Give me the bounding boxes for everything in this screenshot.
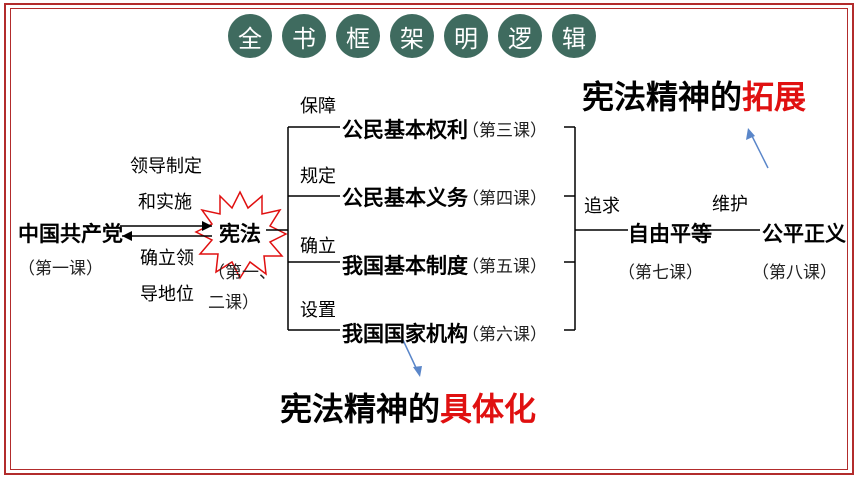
banner-extension-prefix: 宪法精神的 xyxy=(582,78,743,116)
banner-concretization-prefix: 宪法精神的 xyxy=(280,390,441,428)
branch-course: （第六课） xyxy=(462,325,547,345)
branch-node: 公民基本权利 xyxy=(342,118,468,142)
arrow-to-bottom-banner xyxy=(402,339,419,373)
branch-verb: 设置 xyxy=(300,300,336,321)
branch-node: 我国基本制度 xyxy=(342,254,468,278)
equality-course: （第七课） xyxy=(618,263,703,283)
branch-course: （第五课） xyxy=(462,257,547,277)
arrow-top-head xyxy=(202,221,212,231)
branch-node: 公民基本义务 xyxy=(342,186,468,210)
justice-course: （第八课） xyxy=(752,263,837,283)
title-char: 辑 xyxy=(552,14,596,58)
arrow-label-top-1: 领导制定 xyxy=(130,156,202,177)
party-node: 中国共产党 xyxy=(18,222,123,246)
arrow-bottom-head xyxy=(122,231,132,241)
banner-concretization: 宪法精神的具体化 xyxy=(280,384,536,430)
constitution-node: 宪法 xyxy=(219,222,261,246)
branch-node: 我国国家机构 xyxy=(342,322,468,346)
branch-verb: 确立 xyxy=(300,236,336,257)
banner-concretization-highlight: 具体化 xyxy=(440,390,537,428)
title-char: 逻 xyxy=(498,14,542,58)
arrow-to-top-banner-head xyxy=(746,128,755,140)
arrow-label-bottom-2: 导地位 xyxy=(140,284,194,305)
branch-verb: 保障 xyxy=(300,96,336,117)
outer-frame xyxy=(4,3,854,475)
pursue-label: 追求 xyxy=(584,196,620,217)
title-char: 明 xyxy=(444,14,488,58)
branch-course: （第三课） xyxy=(462,121,547,141)
arrow-to-top-banner xyxy=(749,131,769,169)
inner-frame xyxy=(10,8,848,470)
arrow-label-bottom-1: 确立领 xyxy=(140,248,194,269)
starburst-shape xyxy=(194,190,288,280)
equality-node: 自由平等 xyxy=(628,222,712,246)
title-char: 全 xyxy=(228,14,272,58)
arrow-to-bottom-banner-head xyxy=(413,366,422,377)
branch-course: （第四课） xyxy=(462,189,547,209)
justice-node: 公平正义 xyxy=(762,222,846,246)
party-course: （第一课） xyxy=(18,259,103,279)
maintain-label: 维护 xyxy=(712,194,748,215)
title-char: 书 xyxy=(282,14,326,58)
arrow-label-top-2: 和实施 xyxy=(138,192,192,213)
banner-extension: 宪法精神的拓展 xyxy=(582,72,806,118)
constitution-course: （第一、二课） xyxy=(208,263,276,313)
banner-extension-highlight: 拓展 xyxy=(742,78,807,116)
title-char: 框 xyxy=(336,14,380,58)
branch-verb: 规定 xyxy=(300,166,336,187)
title-char: 架 xyxy=(390,14,434,58)
title-bar: 全 书 框 架 明 逻 辑 xyxy=(228,14,596,58)
